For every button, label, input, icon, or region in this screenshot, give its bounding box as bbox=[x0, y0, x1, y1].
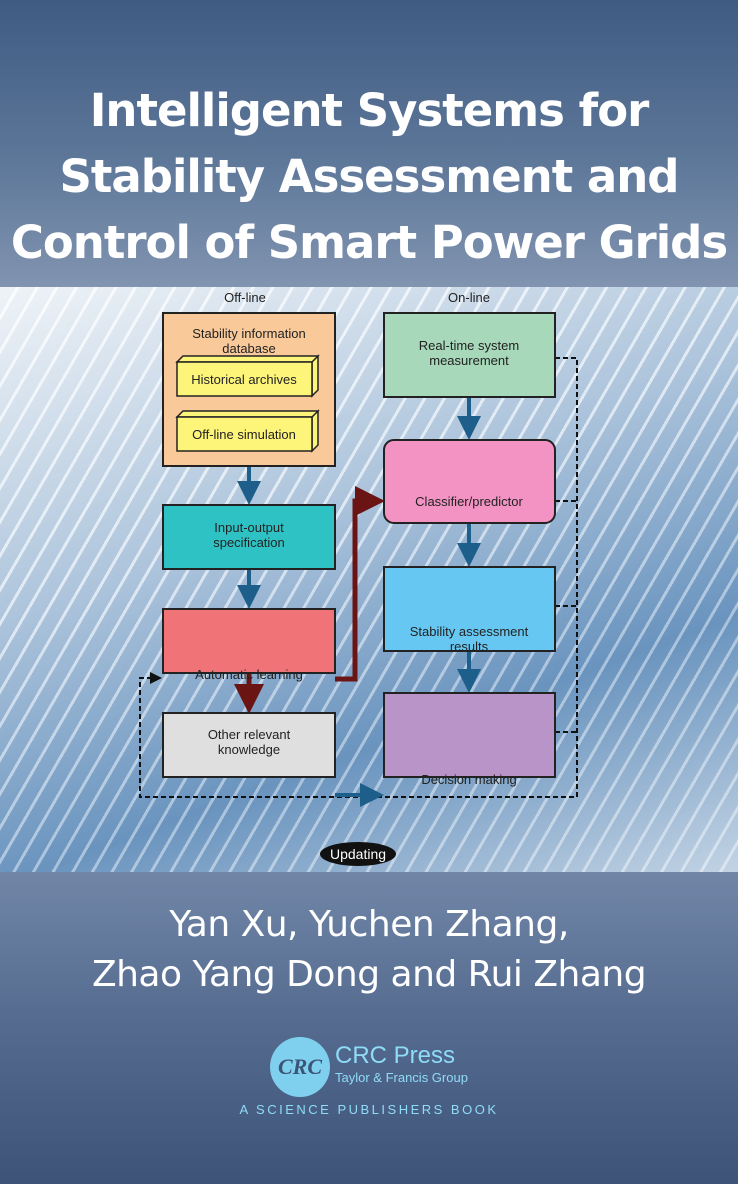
classifier-box bbox=[383, 439, 556, 524]
realtime-measurement-box bbox=[383, 312, 556, 398]
online-label: On-line bbox=[448, 290, 490, 305]
decision-making-box bbox=[383, 692, 556, 778]
decision-making-label: Decision making bbox=[421, 772, 516, 787]
authors: Yan Xu, Yuchen Zhang, Zhao Yang Dong and… bbox=[0, 900, 738, 1000]
flow-diagram: Off-line On-line Stability information d… bbox=[139, 290, 578, 866]
classifier-label: Classifier/predictor bbox=[415, 494, 523, 509]
title-line: Control of Smart Power Grids bbox=[10, 216, 728, 269]
historical-archives-label: Historical archives bbox=[191, 372, 297, 387]
other-knowledge-box bbox=[162, 712, 336, 778]
stability-results-box bbox=[383, 566, 556, 652]
publisher-name: CRC Press bbox=[335, 1042, 456, 1069]
offline-label: Off-line bbox=[224, 290, 266, 305]
publisher-tagline: A SCIENCE PUBLISHERS BOOK bbox=[239, 1102, 499, 1117]
title-line: Stability Assessment and bbox=[59, 150, 679, 203]
offline-simulation-box: Off-line simulation bbox=[175, 409, 320, 453]
publisher-group: Taylor & Francis Group bbox=[335, 1070, 468, 1085]
updating-badge bbox=[320, 842, 396, 866]
io-spec-box bbox=[162, 504, 336, 570]
automatic-learning-label: Automatic learning bbox=[195, 667, 303, 682]
feedback-dashes bbox=[555, 500, 577, 733]
realtime-line: Real-time system bbox=[419, 338, 519, 353]
results-line: Stability assessment bbox=[410, 624, 529, 639]
updating-label: Updating bbox=[330, 846, 386, 862]
crc-logo: CRC bbox=[270, 1037, 330, 1097]
book-title: Intelligent Systems for Stability Assess… bbox=[0, 78, 738, 276]
author-band bbox=[0, 872, 738, 1184]
realtime-line: measurement bbox=[429, 353, 509, 368]
author-line: Zhao Yang Dong and Rui Zhang bbox=[91, 954, 647, 995]
automatic-learning-box bbox=[162, 608, 336, 674]
results-line: results bbox=[450, 639, 489, 654]
arrow-learning-to-classifier bbox=[335, 486, 385, 682]
offline-simulation-label: Off-line simulation bbox=[192, 427, 296, 442]
io-spec-line: Input-output bbox=[214, 520, 284, 535]
title-band bbox=[0, 0, 738, 287]
historical-archives-box: Historical archives bbox=[175, 354, 320, 398]
updating-loop-line bbox=[139, 357, 578, 798]
title-line: Intelligent Systems for bbox=[89, 84, 650, 137]
other-knowledge-line: Other relevant bbox=[208, 727, 291, 742]
db-title-line: database bbox=[222, 341, 276, 356]
author-line: Yan Xu, Yuchen Zhang, bbox=[169, 904, 569, 945]
cover-photo-background bbox=[0, 287, 738, 872]
other-knowledge-line: knowledge bbox=[218, 742, 280, 757]
db-title-line: Stability information bbox=[192, 326, 305, 341]
io-spec-line: specification bbox=[213, 535, 285, 550]
